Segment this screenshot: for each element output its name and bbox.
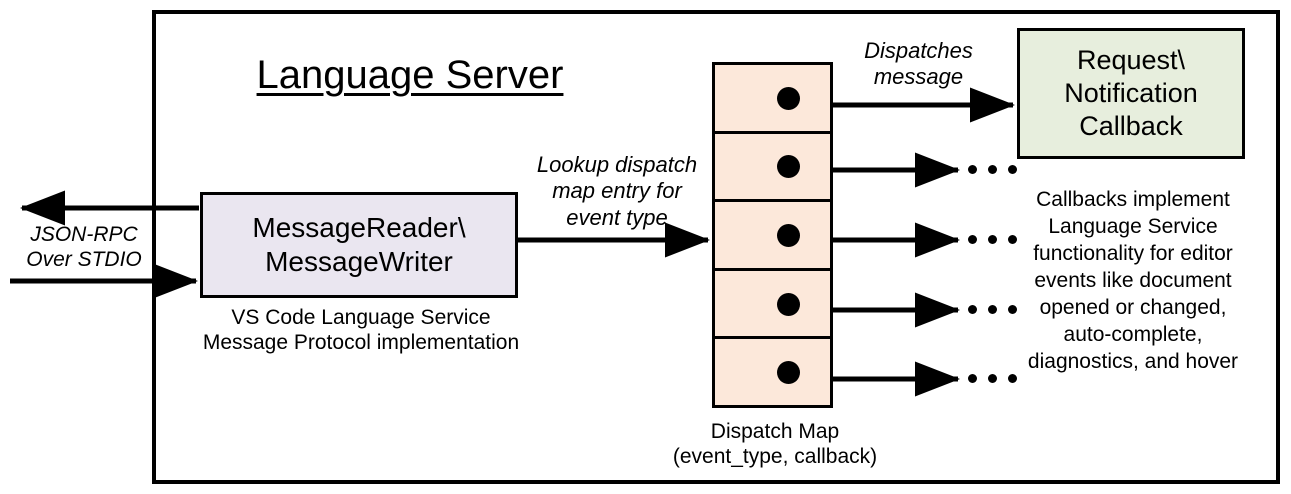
ellipsis-dot-icon bbox=[1008, 165, 1017, 174]
ellipsis-dot-icon bbox=[968, 305, 977, 314]
edge-label-lookup-dispatch: Lookup dispatch map entry for event type bbox=[536, 152, 698, 230]
ellipsis-dot-icon bbox=[988, 165, 997, 174]
ellipsis-dot-icon bbox=[1008, 305, 1017, 314]
dispatch-map-row bbox=[715, 134, 830, 203]
ellipsis-dot-icon bbox=[968, 165, 977, 174]
ellipsis-dot-icon bbox=[968, 235, 977, 244]
entry-dot-icon bbox=[777, 292, 800, 316]
edge-label-dispatches-message: Dispatches message bbox=[864, 38, 973, 90]
ellipsis-dot-icon bbox=[968, 374, 977, 383]
dispatch-map-row bbox=[715, 65, 830, 134]
dispatch-map-table bbox=[712, 62, 833, 408]
message-reader-writer-caption: VS Code Language Service Message Protoco… bbox=[202, 306, 520, 354]
dispatch-map-row bbox=[715, 271, 830, 340]
ellipsis-row-3 bbox=[968, 235, 1017, 244]
dispatch-map-caption: Dispatch Map (event_type, callback) bbox=[672, 420, 878, 468]
ellipsis-dot-icon bbox=[1008, 374, 1017, 383]
ellipsis-row-2 bbox=[968, 165, 1017, 174]
ellipsis-dot-icon bbox=[988, 235, 997, 244]
page-title: Language Server bbox=[256, 53, 564, 97]
dispatch-map-row bbox=[715, 202, 830, 271]
entry-dot-icon bbox=[777, 155, 800, 179]
entry-dot-icon bbox=[777, 86, 800, 110]
entry-dot-icon bbox=[777, 223, 800, 247]
message-reader-writer-box: MessageReader\ MessageWriter bbox=[200, 192, 518, 298]
callback-caption: Callbacks implement Language Service fun… bbox=[1027, 188, 1239, 374]
entry-dot-icon bbox=[777, 361, 800, 385]
ellipsis-dot-icon bbox=[1008, 235, 1017, 244]
ellipsis-dot-icon bbox=[988, 305, 997, 314]
request-notification-callback-box: Request\ Notification Callback bbox=[1017, 28, 1245, 159]
ellipsis-dot-icon bbox=[988, 374, 997, 383]
dispatch-map-row bbox=[715, 339, 830, 405]
language-server-boundary bbox=[152, 10, 1280, 484]
ellipsis-row-4 bbox=[968, 305, 1017, 314]
ellipsis-row-5 bbox=[968, 374, 1017, 383]
edge-label-jsonrpc: JSON-RPC Over STDIO bbox=[26, 223, 142, 272]
